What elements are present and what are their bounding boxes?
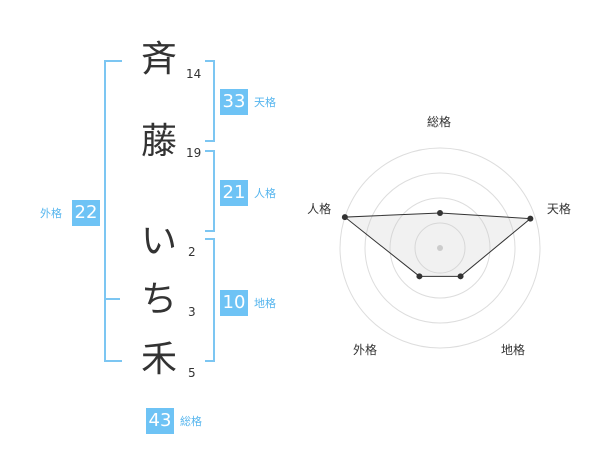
radar-ring	[364, 172, 516, 324]
tenkaku-bracket	[205, 60, 215, 142]
radar-point-5	[341, 214, 348, 221]
radar-axis-label-4: 外格	[352, 342, 377, 357]
radar-chart	[339, 147, 541, 349]
stroke-count-2: 19	[186, 146, 202, 160]
chikaku-label: 地格	[254, 297, 276, 310]
chikaku-value: 10	[220, 290, 248, 316]
radar-point-1	[437, 210, 443, 216]
name-char-4: ち	[140, 279, 177, 320]
soukaku-value: 43	[146, 408, 174, 434]
radar-axis-label-3: 地格	[501, 342, 526, 357]
chikaku-bracket	[205, 238, 215, 362]
radar-axis-label-2: 天格	[546, 202, 571, 217]
stroke-count-5: 5	[188, 366, 196, 380]
jinkaku-label: 人格	[254, 187, 276, 200]
name-char-3: い	[140, 221, 177, 262]
stroke-count-4: 3	[188, 305, 196, 319]
jinkaku-bracket	[205, 150, 215, 232]
tenkaku-value: 33	[220, 89, 248, 115]
name-char-5: 禾	[140, 339, 177, 380]
radar-ring	[389, 197, 491, 299]
gaikaku-bracket	[104, 60, 122, 362]
gaikaku-value: 22	[72, 200, 100, 226]
radar-axis-label-5: 人格	[307, 202, 332, 217]
name-char-1: 斉	[140, 39, 177, 80]
radar-ring	[339, 147, 541, 349]
jinkaku-value: 21	[220, 180, 248, 206]
tenkaku-label: 天格	[254, 96, 276, 109]
radar-point-4	[416, 273, 423, 280]
radar-series-polygon	[343, 212, 532, 277]
stroke-count-1: 14	[186, 67, 202, 81]
radar-ring	[414, 222, 466, 274]
radar-center-dot	[437, 245, 443, 251]
soukaku-label: 総格	[180, 415, 202, 428]
name-char-2: 藤	[140, 121, 177, 162]
radar-point-2	[527, 215, 534, 222]
gaikaku-bracket-divider	[104, 298, 120, 300]
gaikaku-label: 外格	[40, 207, 62, 220]
radar-axis-label-1: 総格	[427, 115, 452, 129]
stroke-count-3: 2	[188, 245, 196, 259]
radar-point-3	[457, 273, 464, 280]
